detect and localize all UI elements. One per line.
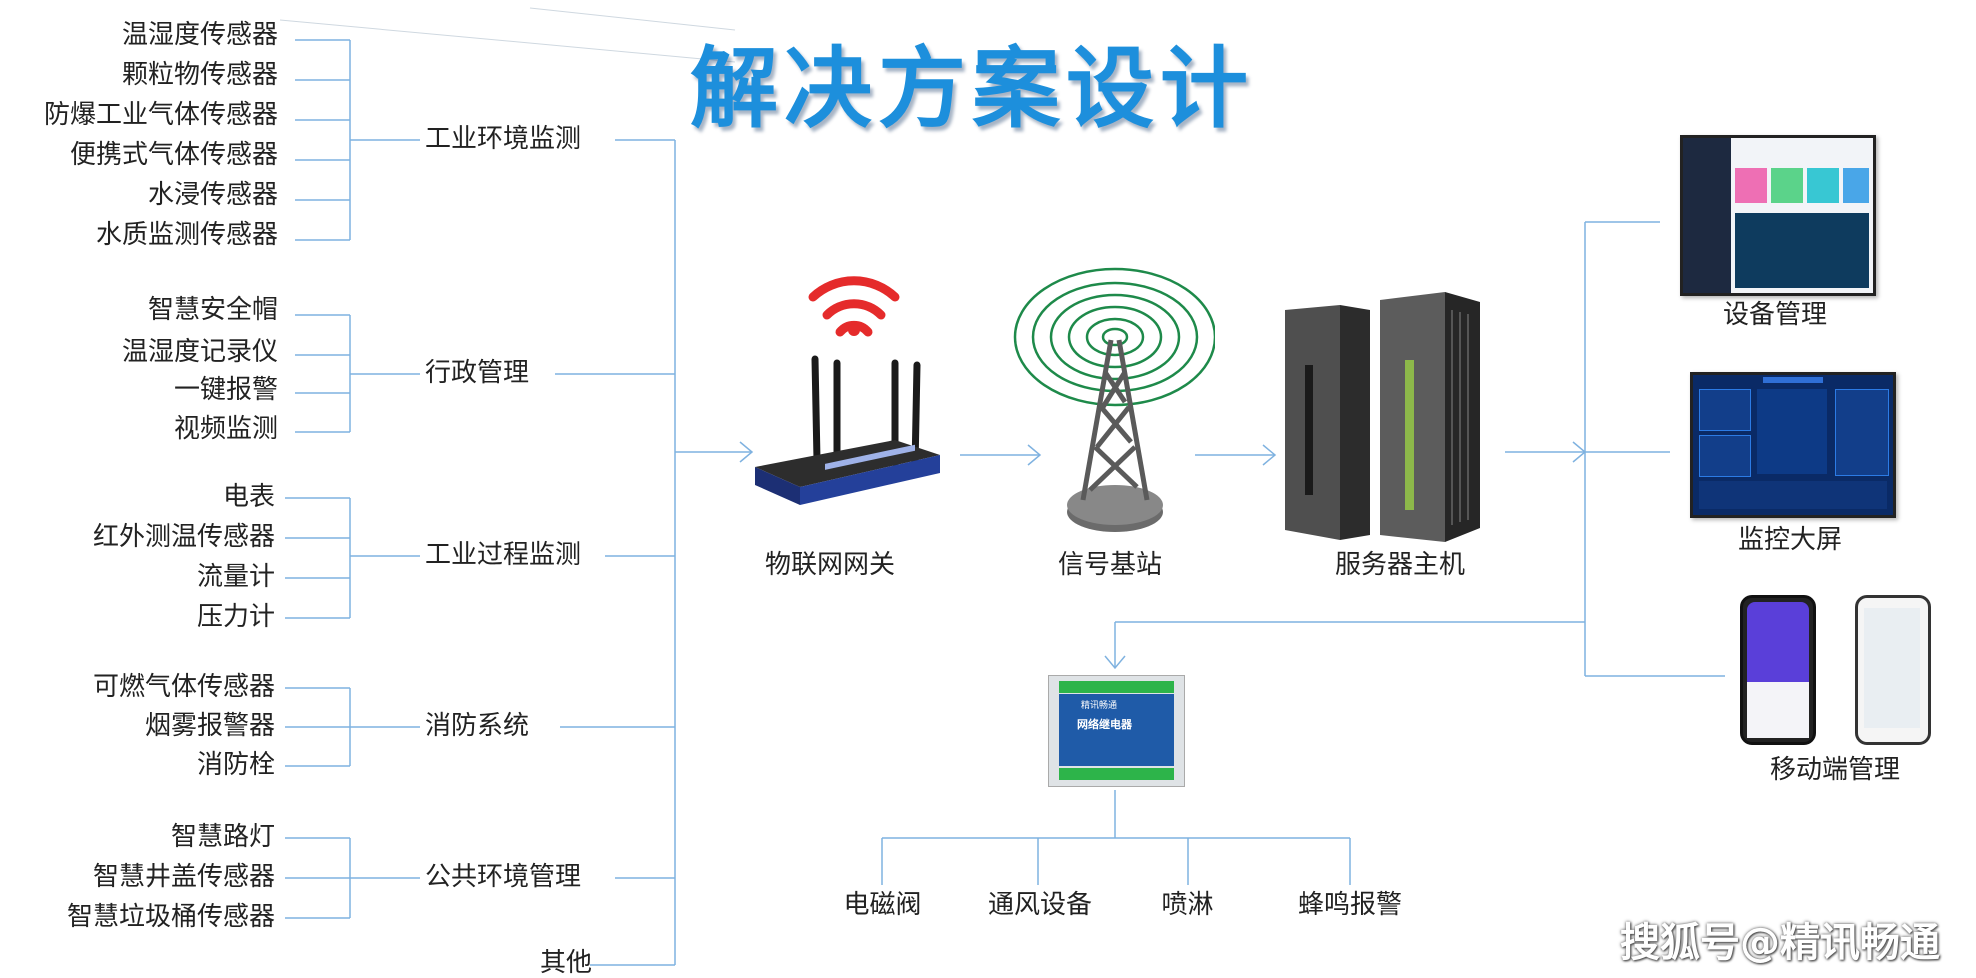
output-label-monitor: 监控大屏	[1737, 525, 1842, 555]
sensor-item: 智慧垃圾桶传感器	[66, 902, 275, 932]
actuator-label: 电磁阀	[843, 890, 922, 920]
sensor-item: 颗粒物传感器	[121, 60, 278, 90]
sensor-item: 水质监测传感器	[95, 220, 278, 250]
mobile-phone-right	[1855, 595, 1931, 745]
actuator-label: 喷淋	[1161, 890, 1214, 920]
sensor-item: 可燃气体传感器	[92, 672, 275, 702]
sensor-item: 防爆工业气体传感器	[43, 100, 278, 130]
category-label: 消防系统	[425, 711, 530, 741]
monitoring-big-screen	[1690, 372, 1896, 518]
sensor-item: 温湿度记录仪	[121, 337, 278, 367]
pipeline-label-gateway: 物联网网关	[764, 550, 895, 580]
sensor-item: 视频监测	[173, 414, 278, 444]
sensor-item: 消防栓	[196, 750, 275, 780]
mobile-phone-left	[1740, 595, 1816, 745]
page-title: 解决方案设计	[690, 37, 1255, 140]
sensor-item: 水浸传感器	[147, 180, 278, 210]
other-label: 其他	[540, 948, 593, 978]
device-management-screen	[1680, 135, 1876, 296]
sensor-item: 电表	[222, 482, 275, 512]
actuator-label: 通风设备	[987, 890, 1092, 920]
category-label: 公共环境管理	[425, 862, 582, 892]
pipeline-label-base-station: 信号基站	[1057, 550, 1162, 580]
signal-tower	[1013, 267, 1215, 532]
sensor-item: 一键报警	[173, 375, 278, 405]
relay-brand: 精讯畅通	[1081, 701, 1118, 711]
category-label: 行政管理	[425, 358, 530, 388]
sensor-item: 智慧井盖传感器	[92, 862, 275, 892]
gateway-router	[755, 276, 940, 505]
sensor-item: 压力计	[196, 602, 275, 632]
pipeline-label-server: 服务器主机	[1334, 550, 1465, 580]
sensor-item: 温湿度传感器	[121, 20, 278, 50]
output-label-device: 设备管理	[1722, 300, 1827, 330]
watermark: 搜狐号@精讯畅通	[1620, 920, 1940, 966]
network-relay: 网络继电器 精讯畅通	[1048, 675, 1185, 787]
server-host	[1285, 292, 1480, 542]
sensor-item: 流量计	[196, 562, 275, 592]
output-label-mobile: 移动端管理	[1769, 755, 1900, 785]
relay-title: 网络继电器	[1077, 718, 1132, 731]
sensor-item: 烟雾报警器	[144, 711, 275, 741]
sensor-item: 智慧路灯	[170, 822, 275, 852]
sensor-item: 便携式气体传感器	[69, 140, 278, 170]
actuator-label: 蜂鸣报警	[1297, 890, 1402, 920]
category-label: 工业过程监测	[425, 540, 582, 570]
sensor-item: 智慧安全帽	[147, 295, 278, 325]
sensor-item: 红外测温传感器	[92, 522, 275, 552]
category-label: 工业环境监测	[425, 124, 582, 154]
